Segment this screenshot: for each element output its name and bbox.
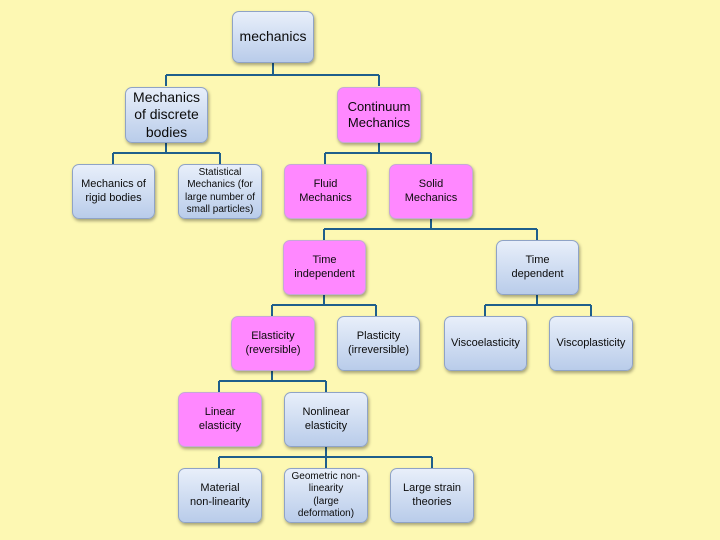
node-linear-elasticity-label: Linear elasticity [198,405,242,432]
node-large-strain-theories: Large strain theories [390,468,474,523]
node-time-dependent-label: Time dependent [511,253,564,280]
node-nonlinear-elasticity: Nonlinear elasticity [284,392,368,447]
node-time-independent: Time independent [283,240,366,295]
node-mechanics-of-discrete-bodies: Mechanics of discrete bodies [125,87,208,143]
node-continuum-mechanics-label: Continuum Mechanics [347,98,411,130]
node-plasticity: Plasticity (irreversible) [337,316,420,371]
node-fluid-mechanics: Fluid Mechanics [284,164,367,219]
node-time-dependent: Time dependent [496,240,579,295]
node-plasticity-label: Plasticity (irreversible) [347,329,410,356]
node-fluid-mechanics-label: Fluid Mechanics [299,177,352,204]
node-linear-elasticity: Linear elasticity [178,392,262,447]
node-elasticity: Elasticity (reversible) [231,316,315,371]
node-continuum-mechanics: Continuum Mechanics [337,87,421,143]
node-viscoelasticity: Viscoelasticity [444,316,527,371]
node-solid-mechanics: Solid Mechanics [389,164,473,219]
node-geometric-non-linearity-label: Geometric non- linearity (large deformat… [291,470,361,520]
node-mechanics-label: mechanics [239,28,307,45]
node-nonlinear-elasticity-label: Nonlinear elasticity [302,405,350,432]
node-time-independent-label: Time independent [294,253,355,280]
node-mechanics-of-discrete-bodies-label: Mechanics of discrete bodies [133,88,200,140]
node-large-strain-theories-label: Large strain theories [402,481,462,508]
node-viscoelasticity-label: Viscoelasticity [451,336,520,349]
node-elasticity-label: Elasticity (reversible) [245,329,301,356]
node-geometric-non-linearity: Geometric non- linearity (large deformat… [284,468,368,523]
node-material-non-linearity-label: Material non-linearity [190,481,250,508]
node-viscoplasticity-label: Viscoplasticity [556,336,626,349]
node-solid-mechanics-label: Solid Mechanics [404,177,458,204]
node-statistical-mechanics-label: Statistical Mechanics (for large number … [184,166,256,216]
node-mechanics-of-rigid-bodies: Mechanics of rigid bodies [72,164,155,219]
node-mechanics-of-rigid-bodies-label: Mechanics of rigid bodies [81,177,146,204]
node-viscoplasticity: Viscoplasticity [549,316,633,371]
node-material-non-linearity: Material non-linearity [178,468,262,523]
node-mechanics: mechanics [232,11,314,63]
node-statistical-mechanics: Statistical Mechanics (for large number … [178,164,262,219]
